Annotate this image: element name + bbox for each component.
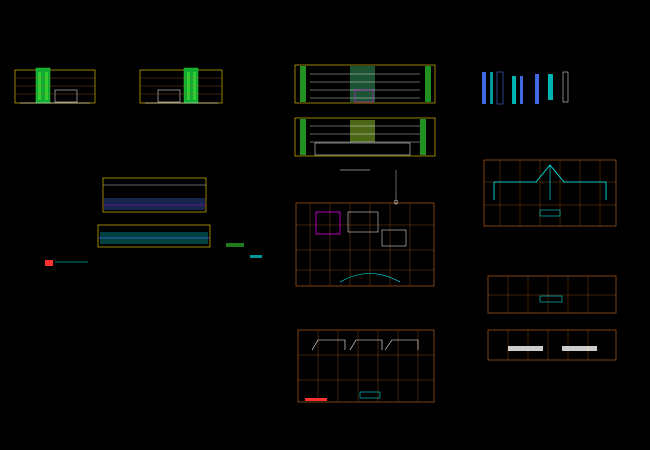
- partial-plan-b: [487, 329, 617, 361]
- front-elevation-bottom: [294, 117, 436, 171]
- roof-plan: [483, 159, 617, 227]
- side-elevation-right: [139, 67, 223, 104]
- long-section-top: [102, 177, 207, 213]
- long-section-bottom: [45, 224, 262, 266]
- front-elevation-top: [294, 64, 436, 104]
- detail-strip: [482, 71, 569, 105]
- ground-floor-plan: [295, 170, 435, 287]
- side-elevation-left: [14, 67, 96, 104]
- partial-plan-a: [487, 275, 617, 314]
- upper-floor-plan: [297, 329, 435, 403]
